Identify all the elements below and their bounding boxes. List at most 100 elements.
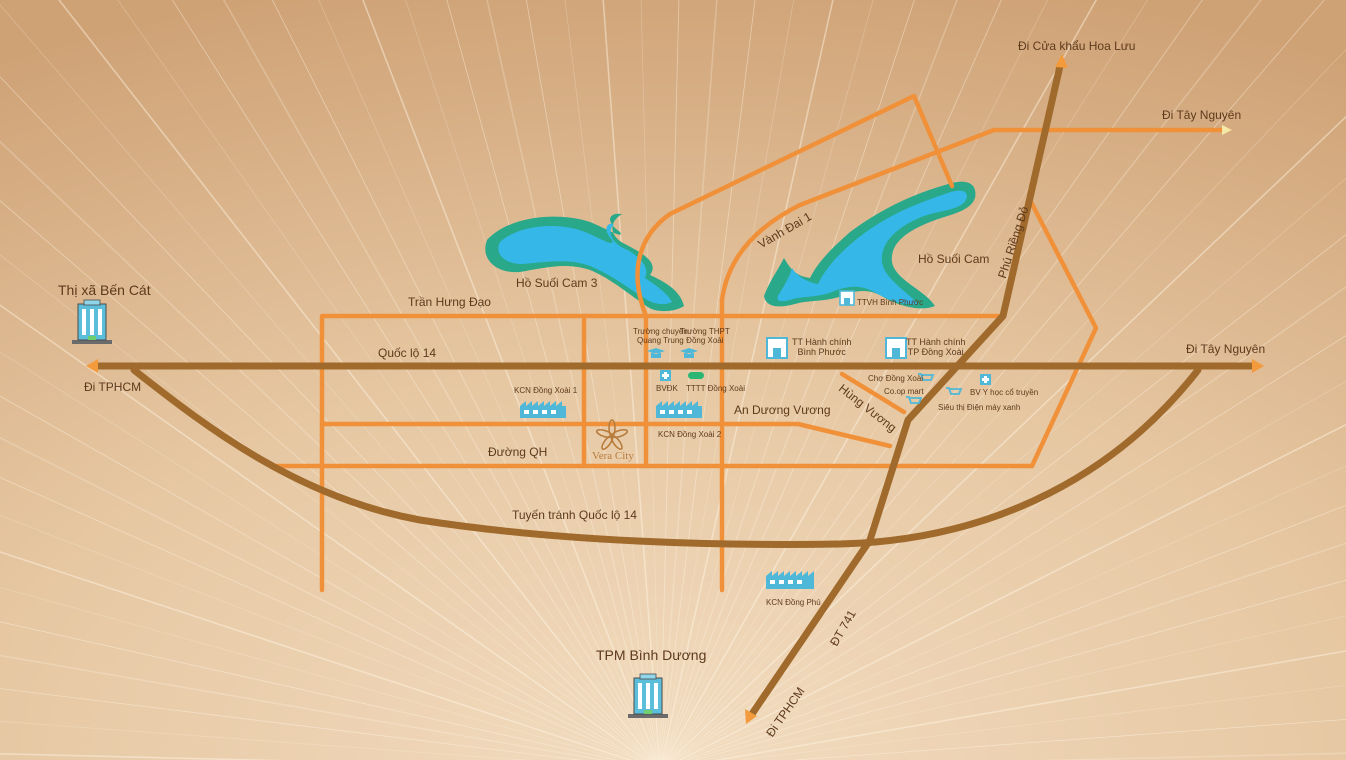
road-ring-inner[interactable] bbox=[635, 93, 955, 319]
sunburst-ray bbox=[694, 579, 1346, 760]
building-icon-ttvh bbox=[839, 290, 855, 306]
sunburst-ray bbox=[660, 0, 756, 760]
label-ho-suoi-cam-3: Hồ Suối Cam 3 bbox=[516, 276, 598, 290]
sunburst-ray bbox=[0, 4, 652, 760]
sunburst-ray bbox=[405, 0, 658, 760]
sunburst-ray bbox=[525, 0, 659, 760]
label-vera-city: Vera City bbox=[592, 450, 634, 462]
road-an-duong-vuong[interactable] bbox=[319, 421, 893, 449]
factory-icon-kcn-2 bbox=[656, 401, 702, 418]
sunburst-ray bbox=[640, 0, 661, 760]
hospital-icon-bvdk bbox=[660, 370, 671, 381]
arrow-tay-nguyen-top bbox=[1222, 125, 1232, 135]
sunburst-ray bbox=[58, 0, 654, 760]
cart-icon-cho bbox=[918, 373, 935, 381]
label-ben-cat: Thị xã Bến Cát bbox=[58, 282, 151, 298]
label-truong-chuyen: Trường chuyên Quang Trung bbox=[633, 327, 688, 346]
label-duong-qh: Đường QH bbox=[488, 445, 548, 459]
building-icon-tt-hanh-chinh-dx bbox=[885, 337, 907, 359]
label-bvdk: BVĐK bbox=[656, 384, 678, 393]
label-bv-y-hoc: BV Y học cổ truyền bbox=[970, 388, 1039, 397]
sunburst-ray bbox=[665, 0, 1149, 760]
sunburst-ray bbox=[662, 0, 915, 760]
building-icon-binh-duong bbox=[628, 673, 668, 718]
sunburst-ray bbox=[659, 0, 680, 760]
road-east-ring[interactable] bbox=[1027, 197, 1099, 469]
label-coop: Co.op mart bbox=[884, 387, 924, 396]
label-tt-hanh-chinh-bp: TT Hành chính Bình Phước bbox=[792, 337, 852, 358]
arrow-quoc-lo-14-east bbox=[1252, 359, 1264, 373]
label-kcn-phu: KCN Đồng Phú bbox=[766, 598, 821, 607]
sunburst-ray bbox=[678, 423, 1346, 760]
sunburst-ray bbox=[222, 0, 656, 760]
label-sieu-thi: Siêu thị Điện máy xanh bbox=[938, 403, 1021, 412]
highway-tuyen-tranh[interactable] bbox=[130, 366, 1202, 548]
label-tt-hanh-chinh-dx: TT Hành chính TP Đồng Xoài bbox=[906, 337, 966, 358]
lake-ho-suoi-cam[interactable] bbox=[764, 181, 976, 309]
sunburst-ray bbox=[659, 0, 718, 760]
factory-icon-kcn-1 bbox=[520, 401, 566, 418]
cart-icon-coop bbox=[906, 396, 923, 404]
road-tran-hung-dao[interactable] bbox=[319, 313, 1003, 593]
sunburst-ray bbox=[271, 0, 656, 760]
sunburst-ray bbox=[0, 436, 642, 760]
lake-ho-suoi-cam-3[interactable] bbox=[485, 213, 684, 312]
arrow-hoa-lu bbox=[1055, 54, 1068, 68]
sunburst-ray bbox=[737, 684, 1346, 760]
school-icon-thpt bbox=[680, 348, 698, 358]
sunburst-ray bbox=[602, 0, 661, 760]
sunburst-ray bbox=[661, 0, 834, 760]
label-kcn-1: KCN Đồng Xoài 1 bbox=[514, 386, 578, 395]
sunburst-ray bbox=[117, 0, 654, 760]
sunburst-ray bbox=[0, 654, 608, 760]
sunburst-ray bbox=[0, 76, 652, 760]
sunburst-ray bbox=[669, 115, 1346, 760]
sunburst-ray bbox=[0, 351, 645, 760]
label-tttt: TTTT Đồng Xoài bbox=[686, 384, 745, 393]
sunburst-ray bbox=[676, 380, 1346, 760]
road-vanh-dai-1[interactable] bbox=[719, 127, 1231, 303]
sunburst-ray bbox=[661, 0, 795, 760]
label-truong-thpt: Trường THPT Đồng Xoài bbox=[680, 327, 730, 346]
road-hung-vuong[interactable] bbox=[839, 371, 907, 415]
factory-icon-kcn-phu bbox=[766, 571, 814, 589]
sunburst-ray bbox=[675, 335, 1346, 760]
label-cua-khau-hoa-lu: Đi Cửa khẩu Hoa Lưu bbox=[1018, 39, 1136, 53]
sunburst-ray bbox=[564, 0, 660, 760]
building-icon-ben-cat bbox=[72, 299, 112, 344]
sunburst-ray bbox=[666, 0, 1203, 760]
sunburst-ray bbox=[0, 395, 644, 760]
sunburst-ray bbox=[0, 140, 651, 760]
highway-phu-rieng-do[interactable] bbox=[748, 62, 1064, 718]
label-an-duong-vuong: An Dương Vương bbox=[734, 403, 831, 417]
arrow-tphcm-south bbox=[745, 709, 757, 724]
sunburst-ray bbox=[662, 0, 958, 760]
sunburst-ray bbox=[668, 0, 1325, 760]
sunburst-ray bbox=[0, 254, 648, 760]
sunburst-ray bbox=[0, 514, 636, 760]
building-icon-tt-hanh-chinh-bp bbox=[766, 337, 788, 359]
sunburst-ray bbox=[672, 285, 1346, 760]
school-icon-quang-trung bbox=[647, 348, 665, 358]
sunburst-ray bbox=[0, 304, 648, 760]
sunburst-ray bbox=[0, 200, 650, 760]
label-quoc-lo-14: Quốc lộ 14 bbox=[378, 346, 437, 360]
arrow-quoc-lo-14-west bbox=[86, 359, 98, 373]
sunburst-ray bbox=[790, 718, 1346, 760]
sunburst-ray bbox=[670, 177, 1346, 760]
label-binh-duong: TPM Bình Dương bbox=[596, 647, 707, 663]
highway-network[interactable] bbox=[92, 62, 1256, 718]
sunburst-ray bbox=[171, 0, 655, 760]
stadium-icon-tttt bbox=[688, 372, 704, 379]
sunburst-ray bbox=[0, 551, 633, 760]
label-cho: Chợ Đồng Xoài bbox=[868, 374, 924, 383]
label-tran-hung-dao: Trần Hưng Đạo bbox=[408, 295, 491, 309]
label-tphcm-left: Đi TPHCM bbox=[84, 380, 142, 394]
label-ttvh: TTVH Bình Phước bbox=[857, 298, 924, 307]
sunburst-ray bbox=[684, 504, 1346, 760]
sunburst-ray bbox=[664, 0, 1098, 760]
sunburst-ray bbox=[712, 650, 1346, 760]
hospital-icon-bv-y-hoc bbox=[980, 374, 991, 385]
